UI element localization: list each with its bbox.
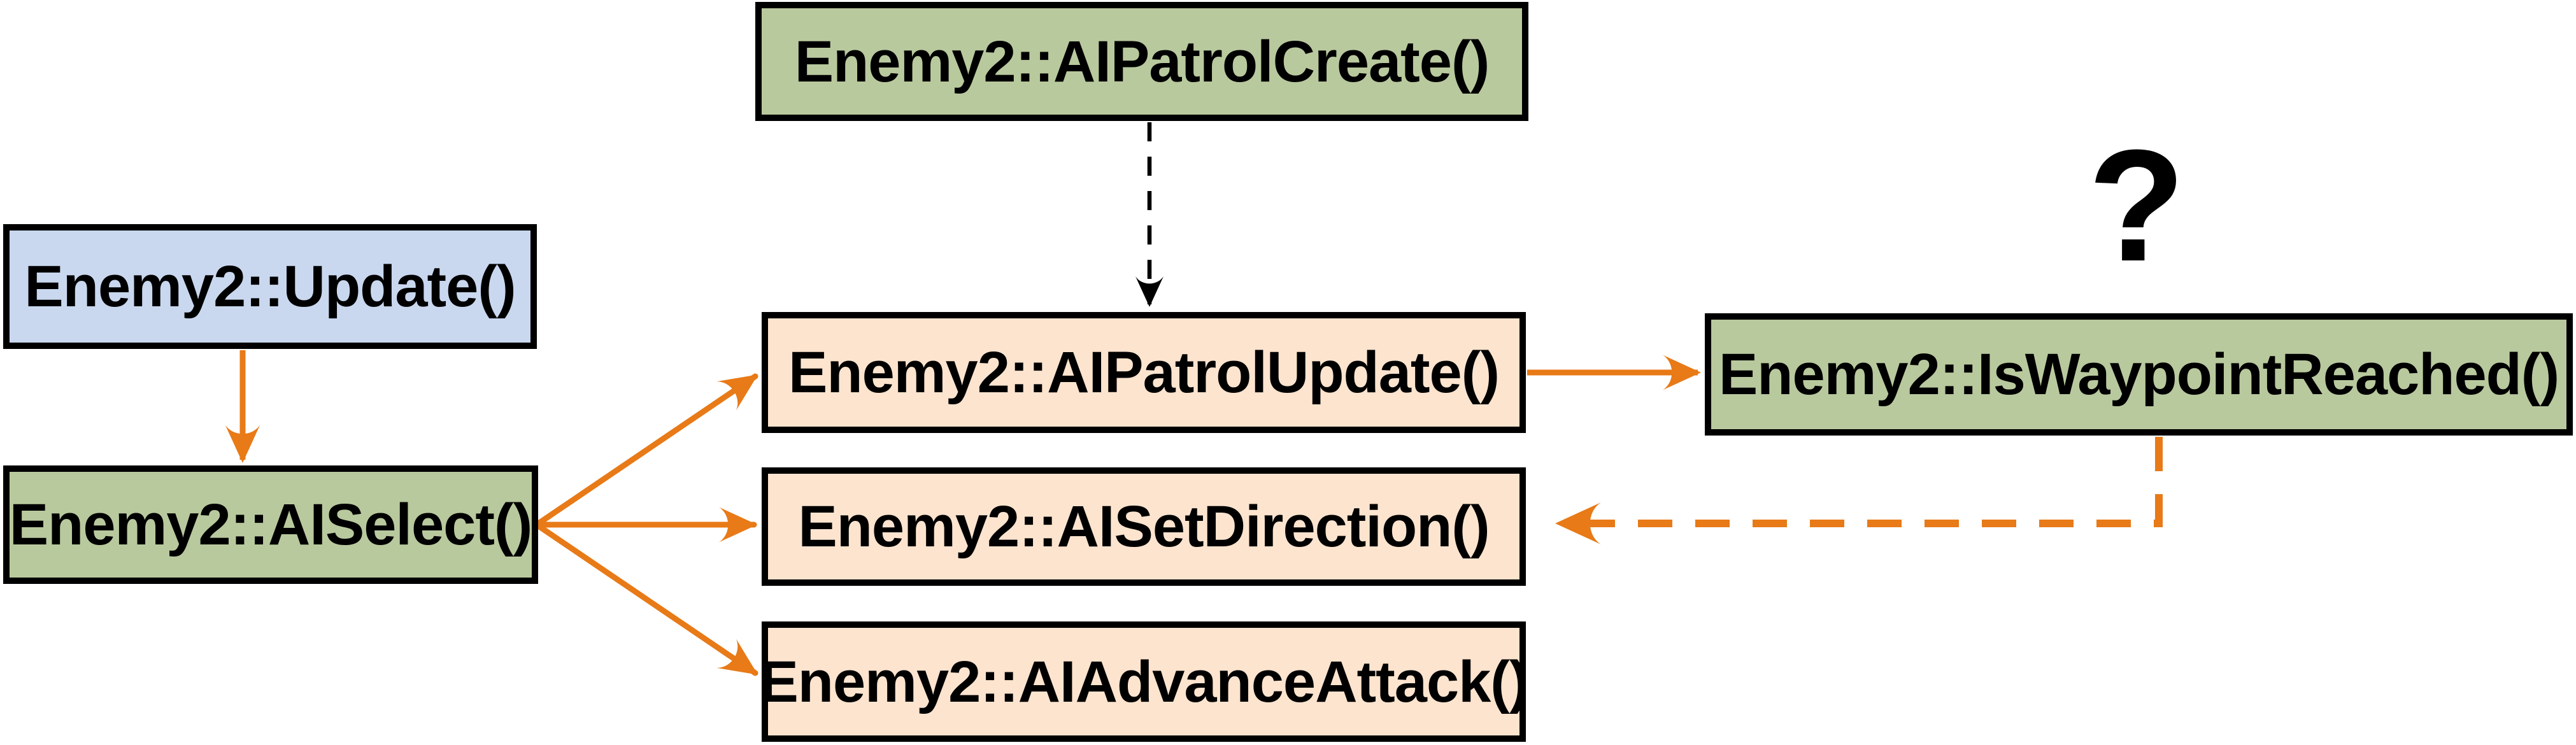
node-label: Enemy2::Update() [24, 254, 516, 319]
node-label: Enemy2::AISelect() [9, 492, 532, 557]
node-ai-patrol-update: Enemy2::AIPatrolUpdate() [762, 312, 1526, 433]
node-label: Enemy2::AIPatrolCreate() [794, 29, 1490, 94]
node-ai-advance-attack: Enemy2::AIAdvanceAttack() [759, 621, 1529, 742]
node-is-waypoint-reached: Enemy2::IsWaypointReached() [1705, 313, 2573, 436]
node-ai-patrol-create: Enemy2::AIPatrolCreate() [755, 2, 1528, 121]
edge-iswaypointreached-to-aisetdirection [1555, 437, 2163, 544]
node-update: Enemy2::Update() [3, 224, 537, 349]
node-label: Enemy2::AIPatrolUpdate() [788, 340, 1500, 405]
node-label: Enemy2::AIAdvanceAttack() [759, 649, 1528, 714]
node-label: Enemy2::AISetDirection() [798, 494, 1490, 559]
question-mark-annotation: ? [2088, 117, 2186, 294]
node-ai-select: Enemy2::AISelect() [3, 465, 538, 584]
edge-aiselect-to-aiadvanceattack [536, 523, 758, 676]
node-label: Enemy2::IsWaypointReached() [1718, 342, 2559, 407]
node-ai-set-direction: Enemy2::AISetDirection() [762, 467, 1526, 586]
edge-aiselect-to-aipatrolupdate [536, 373, 758, 526]
